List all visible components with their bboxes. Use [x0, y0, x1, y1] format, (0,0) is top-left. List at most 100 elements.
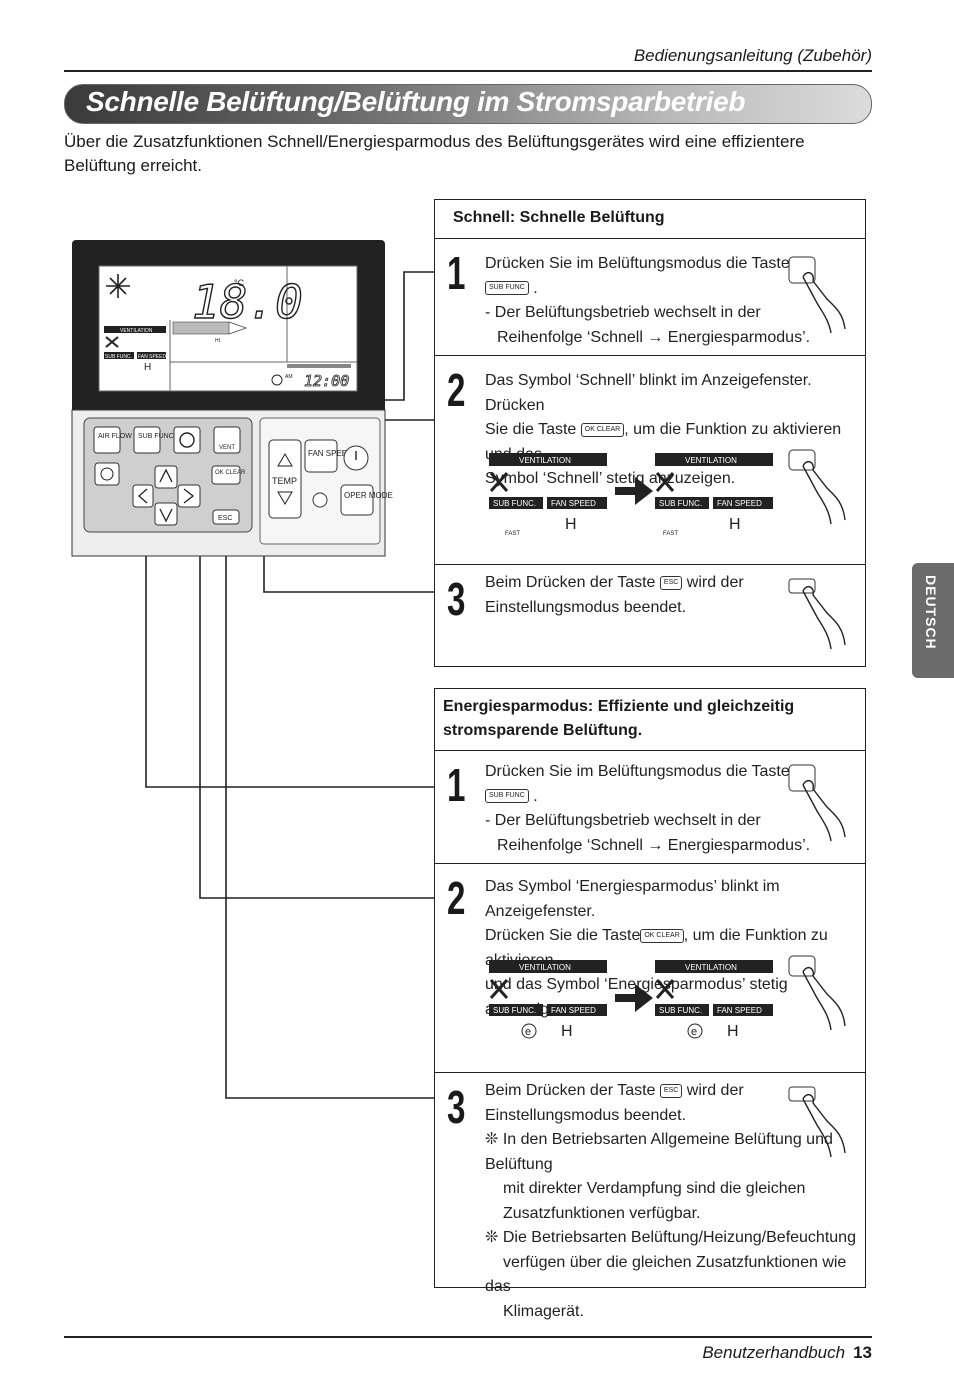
step-text: Das Symbol ‘Schnell’ blinkt im Anzeigefe…: [485, 372, 812, 414]
header-title: Bedienungsanleitung (Zubehör): [633, 46, 872, 65]
step-text: Sie die Taste: [485, 421, 577, 438]
footer-label: Benutzerhandbuch: [702, 1343, 846, 1362]
gear-icon: [179, 432, 195, 448]
lcd-fanspeed-label: FAN SPEED: [138, 354, 166, 360]
reset-icon: [312, 492, 328, 508]
fan-speed-button-label: FAN SPEED: [308, 449, 353, 458]
step-text: Reihenfolge ‘Schnell → Energiesparmodus’…: [497, 328, 811, 346]
lcd-subfunc-label: SUB FUNC.: [105, 354, 132, 360]
temp-down-icon: [277, 491, 293, 505]
ventilation-badge: VENTILATION: [685, 963, 737, 972]
ventilation-badge: VENTILATION: [519, 456, 571, 465]
section-intro: Über die Zusatzfunktionen Schnell/Energi…: [64, 132, 805, 175]
note-text: verfügen über die gleichen Zusatzfunktio…: [485, 1253, 847, 1296]
lcd-time: 12:00: [304, 372, 349, 390]
section-title-bar: [64, 84, 872, 124]
step-text: Drücken Sie im Belüftungsmodus die Taste: [485, 255, 790, 272]
section-title: Schnelle Belüftung/Belüftung im Stromspa…: [86, 86, 746, 117]
sub-func-key: SUB FUNC: [485, 789, 529, 804]
language-tab: DEUTSCH: [912, 563, 954, 678]
step-number: 2: [447, 872, 466, 924]
temperature-digits: 18.0: [192, 275, 303, 329]
oper-mode-button-label: OPER MODE: [344, 491, 393, 500]
eco-symbol: e: [525, 1026, 531, 1038]
hand-press-icon: [788, 1086, 846, 1158]
step-text: Drücken Sie im Belüftungsmodus die Taste: [485, 763, 790, 780]
step-number: 3: [447, 1081, 466, 1133]
arrow-left-icon: [138, 488, 148, 504]
arrow-up-icon: [159, 468, 173, 483]
subfunc-badge: SUB FUNC.: [493, 1006, 536, 1015]
esc-key: ESC: [659, 1083, 683, 1098]
step-text: Das Symbol ‘Energiesparmodus’ blinkt im …: [485, 878, 780, 920]
hand-press-icon: [788, 578, 846, 650]
display-sequence: VENTILATION SUB FUNC. FAN SPEED FAST H V…: [489, 453, 773, 537]
temp-up-icon: [277, 453, 293, 467]
fanspeed-badge: FAN SPEED: [717, 1006, 762, 1015]
lcd-hi-label: HI: [215, 338, 220, 344]
step-text: - Der Belüftungsbetrieb wechselt in der: [485, 304, 761, 321]
energy-step-2: 2 Das Symbol ‘Energiesparmodus’ blinkt i…: [435, 863, 865, 1074]
step-number: 2: [447, 364, 466, 416]
subfunc-badge: SUB FUNC.: [659, 1006, 702, 1015]
subfunc-badge: SUB FUNC.: [659, 499, 702, 508]
step-text: Beim Drücken der Taste: [485, 574, 656, 591]
arrow-right-icon: [615, 984, 653, 1012]
step-text: wird der: [686, 574, 744, 591]
fan-level: H: [727, 1023, 739, 1040]
subfunc-badge: SUB FUNC.: [493, 499, 536, 508]
fan-level: H: [565, 516, 577, 533]
ok-clear-key: OK CLEAR: [580, 422, 625, 437]
timer-icon: [100, 467, 114, 481]
note-text: mit direkter Verdampfung sind die gleich…: [503, 1180, 806, 1197]
quick-ventilation-box: Schnell: Schnelle Belüftung 1 Drücken Si…: [434, 199, 866, 667]
quick-step-2: 2 Das Symbol ‘Schnell’ blinkt im Anzeige…: [435, 355, 865, 566]
energy-saving-box: Energiesparmodus: Effiziente und gleichz…: [434, 688, 866, 1320]
remote-button-row: AIR FLOW SUB FUNC VENT: [93, 426, 241, 454]
fanspeed-badge: FAN SPEED: [717, 499, 762, 508]
clock-icon: [271, 374, 283, 386]
step-text: Beim Drücken der Taste: [485, 1082, 656, 1099]
hand-press-icon: [788, 955, 846, 1031]
note-text: Klimagerät.: [503, 1302, 584, 1320]
footer: Benutzerhandbuch 13: [702, 1343, 872, 1363]
arrow-right-icon: [615, 477, 653, 505]
fast-label: FAST: [505, 531, 520, 537]
energy-step-3: 3 Beim Drücken der Taste ESC wird der Ei…: [435, 1072, 865, 1320]
esc-key: ESC: [659, 575, 683, 590]
step-number: 1: [447, 759, 466, 811]
step-text: Einstellungsmodus beendet.: [485, 598, 687, 616]
sub-func-button-label: SUB FUNC: [138, 433, 174, 440]
display-sequence: VENTILATION SUB FUNC. FAN SPEED e H VENT…: [489, 960, 773, 1040]
hand-press-icon: [788, 764, 846, 842]
arrow-down-icon: [159, 508, 173, 523]
lcd-am-label: AM: [285, 374, 293, 380]
page-number: 13: [853, 1343, 872, 1362]
note-text: ❊ In den Betriebsarten Allgemeine Belüft…: [485, 1131, 833, 1173]
sub-func-key: SUB FUNC: [485, 281, 529, 296]
fast-label: FAST: [663, 531, 678, 537]
temperature-unit: °C: [234, 278, 245, 288]
ventilation-badge: VENTILATION: [685, 456, 737, 465]
step-text: - Der Belüftungsbetrieb wechselt in der: [485, 812, 761, 829]
esc-button-label: ESC: [218, 515, 232, 522]
step-text: wird der: [686, 1082, 744, 1099]
footer-divider: [64, 1336, 872, 1338]
lcd-fan-level: H: [144, 362, 151, 373]
note-text: Zusatzfunktionen verfügbar.: [503, 1204, 701, 1222]
header-divider: [64, 70, 872, 72]
fanspeed-badge: FAN SPEED: [551, 499, 596, 508]
note-text: ❊ Die Betriebsarten Belüftung/Heizung/Be…: [485, 1229, 856, 1246]
ok-clear-button-label: OK CLEAR: [215, 470, 246, 476]
step-number: 1: [447, 247, 466, 299]
temp-button-label: TEMP: [272, 476, 297, 486]
quick-ventilation-heading: Schnell: Schnelle Belüftung: [453, 209, 665, 226]
energy-step-1: 1 Drücken Sie im Belüftungsmodus die Tas…: [435, 750, 865, 865]
lcd-ventilation-label: VENTILATION: [120, 328, 153, 334]
lcd-fan-icon: [105, 336, 119, 348]
quick-step-3: 3 Beim Drücken der Taste ESC wird der Ei…: [435, 564, 865, 667]
quick-step-1: 1 Drücken Sie im Belüftungsmodus die Tas…: [435, 238, 865, 357]
snowflake-icon: [106, 274, 130, 298]
step-text: Reihenfolge ‘Schnell → Energiesparmodus’…: [497, 836, 811, 854]
